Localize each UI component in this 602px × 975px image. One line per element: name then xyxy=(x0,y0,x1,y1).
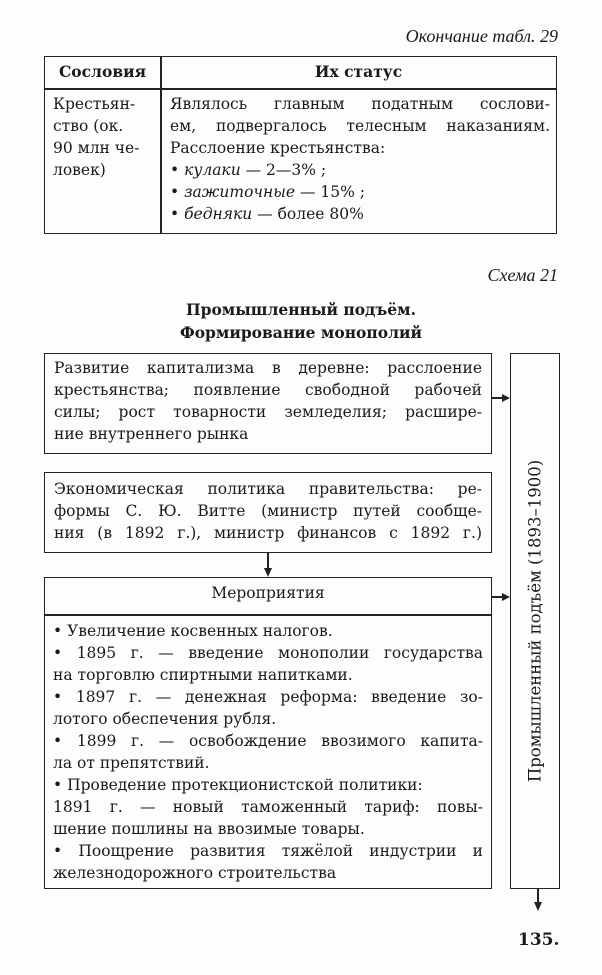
measure-line: • 1899 г. — освобождение ввозимого капит… xyxy=(53,732,483,750)
measures-list: • Увеличение косвенных налогов. • 1895 г… xyxy=(53,620,483,884)
measure-line: 1891 г. — новый таможенный тариф: повы- xyxy=(53,798,483,816)
box2-line: формы С. Ю. Витте (министр путей сообще- xyxy=(54,502,482,520)
header-status: Их статус xyxy=(314,62,403,81)
measure-line: шение пошлины на ввозимые товары. xyxy=(53,820,365,838)
measure-line: лотого обеспечения рубля. xyxy=(53,710,277,728)
measure-line: • Увеличение косвенных налогов. xyxy=(53,622,333,640)
estate-cell: Крестьян- ство (ок. 90 млн че- ловек) xyxy=(53,93,153,181)
measure-line: • 1897 г. — денежная реформа: введение з… xyxy=(53,688,483,706)
scheme-caption: Схема 21 xyxy=(487,265,558,285)
estate-line: 90 млн че- xyxy=(53,139,140,157)
box1-line: крестьянства; появление свободной рабоче… xyxy=(54,381,482,399)
stratum-item: • зажиточные — 15% ; xyxy=(170,183,366,201)
economic-policy-box: Экономическая политика правительства: ре… xyxy=(44,472,492,553)
table-column-divider xyxy=(160,57,162,233)
stratum-name: бедняки xyxy=(184,205,253,223)
industrial-boom-label: Промышленный подъём (1893–1900) xyxy=(525,459,545,783)
stratum-value: — более 80% xyxy=(252,205,364,223)
page-number: 135. xyxy=(518,930,560,950)
industrial-boom-box: Промышленный подъём (1893–1900) xyxy=(510,353,560,889)
status-line: Являлось главным податным сослови- xyxy=(170,95,550,113)
estate-line: ство (ок. xyxy=(53,117,124,135)
scheme-title: Промышленный подъём. Формирование монопо… xyxy=(0,298,602,344)
arrow-down-icon xyxy=(264,568,272,577)
box1-line: ние внутреннего рынка xyxy=(54,425,249,443)
scheme-title-line: Промышленный подъём. xyxy=(185,300,416,319)
connector-line xyxy=(267,553,269,569)
measure-line: на торговлю спиртными напитками. xyxy=(53,666,353,684)
table-header-divider xyxy=(45,88,556,90)
measures-title: Мероприятия xyxy=(211,584,325,602)
box2-line: ния (в 1892 г.), министр финансов с 1892… xyxy=(54,524,482,542)
estate-line: ловек) xyxy=(53,161,106,179)
measure-line: железнодорожного строительства xyxy=(53,864,337,882)
measure-line: ла от препятствий. xyxy=(53,754,210,772)
arrow-right-icon xyxy=(502,593,510,601)
arrow-down-icon xyxy=(534,902,542,911)
status-line: Расслоение крестьянства: xyxy=(170,139,386,157)
measures-box: Мероприятия • Увеличение косвенных налог… xyxy=(44,577,492,889)
estates-table: Сословия Их статус Крестьян- ство (ок. 9… xyxy=(44,56,557,234)
connector-line xyxy=(492,596,502,598)
stratum-item: • кулаки — 2—3% ; xyxy=(170,161,327,179)
status-line: ем, подвергалось телесным наказаниям. xyxy=(170,117,550,135)
header-estates: Сословия xyxy=(58,62,147,81)
stratum-item: • бедняки — более 80% xyxy=(170,205,364,223)
stratum-name: кулаки xyxy=(184,161,241,179)
stratum-name: зажиточные xyxy=(184,183,296,201)
measure-line: • 1895 г. — введение монополии государст… xyxy=(53,644,483,662)
stratum-value: — 2—3% ; xyxy=(240,161,327,179)
status-cell: Являлось главным податным сослови- ем, п… xyxy=(170,93,550,225)
table-caption: Окончание табл. 29 xyxy=(405,26,558,46)
box1-line: Развитие капитализма в деревне: расслоен… xyxy=(54,359,482,377)
capitalism-in-village-box: Развитие капитализма в деревне: расслоен… xyxy=(44,353,492,454)
measures-divider xyxy=(45,614,491,616)
measure-line: • Поощрение развития тяжёлой индустрии и xyxy=(53,842,483,860)
arrow-right-icon xyxy=(502,394,510,402)
connector-line xyxy=(492,397,502,399)
stratum-value: — 15% ; xyxy=(295,183,366,201)
connector-line xyxy=(537,889,539,903)
scheme-title-line: Формирование монополий xyxy=(179,323,423,342)
box2-line: Экономическая политика правительства: ре… xyxy=(54,480,482,498)
box1-line: силы; рост товарности земледелия; расшир… xyxy=(54,403,482,421)
measure-line: • Проведение протекционистской политики: xyxy=(53,776,423,794)
estate-line: Крестьян- xyxy=(53,95,136,113)
